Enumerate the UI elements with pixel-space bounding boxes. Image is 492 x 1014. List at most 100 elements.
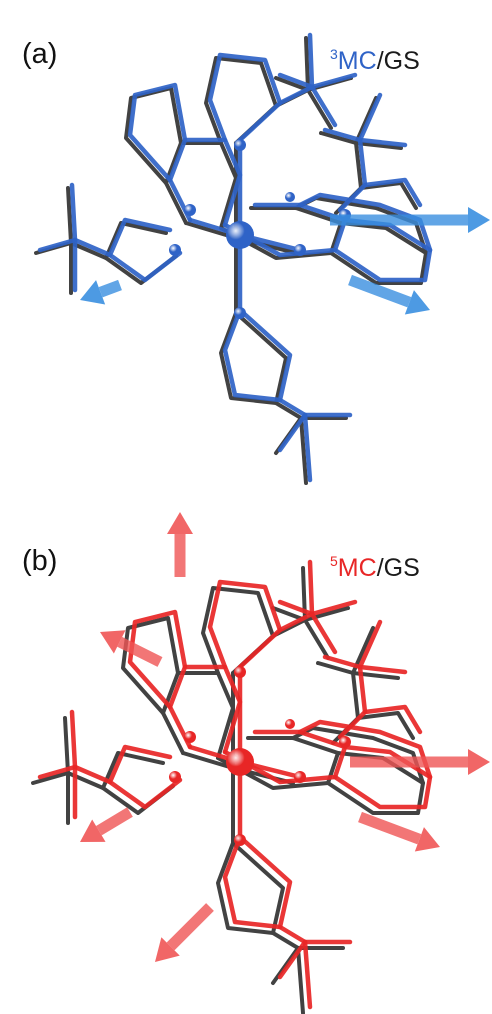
ground-state-bond	[216, 736, 340, 790]
excited-state-bond	[277, 412, 308, 453]
excited-state-bond	[37, 237, 78, 253]
ground-state-bond	[161, 671, 235, 760]
molecule-overlay-5mc	[31, 512, 490, 1014]
nitrogen-atom	[234, 834, 246, 846]
ground-state-bond	[271, 931, 300, 950]
excited-state-bond	[277, 924, 308, 945]
excited-state-bond	[127, 82, 188, 183]
excited-state-bond	[277, 84, 315, 106]
excited-state-bond	[277, 599, 315, 617]
excited-state-bond	[357, 137, 368, 188]
ground-state-bond	[296, 946, 305, 1014]
excited-state-bond	[72, 237, 113, 258]
ground-state-bond	[354, 141, 363, 190]
displacement-arrow-shaft	[358, 811, 422, 845]
spin-multiplicity-b: 5	[330, 553, 338, 569]
excited-state-bond	[322, 127, 363, 143]
ground-state-bond	[354, 96, 378, 145]
excited-state-bond	[167, 137, 243, 228]
excited-state-bond	[37, 764, 78, 780]
excited-state-bond	[167, 664, 243, 755]
excited-state-bond	[357, 92, 383, 143]
excited-state-bond	[72, 764, 113, 785]
excited-state-bond	[69, 709, 78, 770]
ground-state-bond	[31, 771, 70, 785]
excited-state-bond	[277, 397, 308, 418]
nitrogen-atom	[234, 307, 246, 319]
excited-state-structure	[37, 559, 433, 1010]
ground-state-bond	[164, 141, 238, 230]
ground-state-bond	[299, 416, 308, 485]
nitrogen-atom	[285, 719, 295, 729]
excited-state-bond	[357, 664, 408, 675]
displacement-arrow-head	[80, 819, 106, 842]
excited-state-bond	[309, 611, 338, 655]
metal-atom	[226, 221, 254, 249]
reference-a: GS	[383, 47, 420, 75]
excited-state-bond	[277, 72, 315, 90]
ratio-label-a: 3MC/GS	[330, 46, 420, 76]
displacement-arrow-shaft	[348, 274, 412, 308]
excited-state-bond	[302, 939, 313, 1010]
ground-state-bond	[124, 86, 183, 185]
ground-state-bond	[306, 88, 333, 130]
displacement-arrow-head	[404, 290, 430, 315]
nitrogen-atom	[184, 204, 196, 216]
reference-b: GS	[383, 554, 420, 582]
displacement-arrow-head	[155, 937, 180, 962]
ratio-label-b: 5MC/GS	[330, 553, 420, 583]
ground-state-bond	[316, 661, 355, 675]
displacement-arrow-head	[468, 749, 490, 775]
displacement-arrow-head	[100, 630, 126, 654]
displacement-arrow-shaft	[166, 903, 214, 951]
excited-state-bond	[302, 412, 313, 483]
excited-state-bond	[309, 599, 358, 617]
excited-state-bond	[337, 704, 423, 740]
ground-state-structure	[31, 566, 425, 1014]
excited-state-bond	[277, 611, 315, 633]
excited-state-bond	[307, 559, 315, 617]
ground-state-bond	[219, 311, 288, 405]
excited-state-bond	[357, 137, 408, 148]
ground-state-bond	[319, 131, 358, 145]
metal-atom	[226, 748, 254, 776]
nitrogen-atom	[234, 666, 246, 678]
excited-state-bond	[357, 664, 368, 715]
excited-state-bond	[309, 84, 338, 128]
excited-state-bond	[277, 939, 308, 980]
displacement-arrow-shaft	[98, 279, 122, 298]
nitrogen-atom	[184, 731, 196, 743]
excited-state-bond	[322, 654, 363, 670]
excited-state-bond	[222, 729, 348, 785]
nitrogen-atom	[294, 771, 306, 783]
excited-state-bond	[127, 609, 188, 710]
excited-state-bond	[69, 182, 78, 243]
panel-label-a: (a)	[22, 38, 58, 70]
excited-state-bond	[297, 192, 433, 253]
excited-state-bond	[222, 307, 293, 403]
ground-state-bond	[304, 36, 310, 92]
ground-state-bond	[329, 221, 428, 285]
separator-a: /	[376, 47, 384, 75]
nitrogen-atom	[285, 192, 295, 202]
spin-multiplicity-a: 3	[330, 46, 338, 62]
excited-state-bond	[357, 619, 383, 670]
excited-state-bond	[207, 579, 283, 670]
excited-state-bond	[207, 52, 283, 143]
ground-state-bond	[274, 401, 303, 420]
ground-state-bond	[303, 618, 330, 660]
nitrogen-atom	[339, 736, 351, 748]
nitrogen-atom	[294, 244, 306, 256]
separator-b: /	[376, 554, 384, 582]
nitrogen-atom	[169, 244, 181, 256]
displacement-arrow-head	[468, 207, 490, 233]
displacement-arrow-head	[167, 512, 193, 534]
ground-state-bond	[216, 841, 285, 935]
panel-a: (a) 3MC/GS	[22, 32, 490, 485]
nitrogen-atom	[234, 139, 246, 151]
ground-state-bond	[104, 221, 178, 285]
ground-state-bond	[66, 186, 73, 245]
ground-state-bond	[63, 716, 70, 775]
ground-state-structure	[34, 36, 428, 485]
excited-state-bond	[309, 72, 358, 90]
